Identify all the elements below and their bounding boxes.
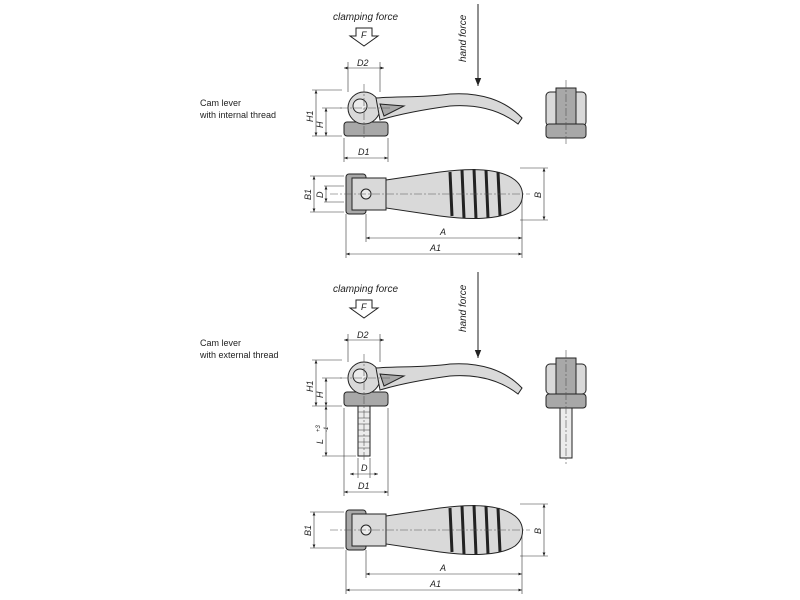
lever-web [379,373,406,387]
dim-D: D [361,463,368,473]
cam-pin [352,368,368,384]
dim-D2: D2 [357,58,369,68]
dim-A: A [439,563,446,573]
cam-lever-top-view [330,504,530,556]
dim-B: B [533,528,543,534]
force-symbol: F [361,302,367,312]
dim-A1: A1 [429,243,441,253]
caption-line-2: with external thread [200,350,279,360]
caption-line-2: with internal thread [200,110,277,120]
dim-D1: D1 [358,147,370,157]
caption-external-thread: Cam lever with external thread [200,337,279,361]
internal-thread-drawing: clamping force F hand force D [303,4,587,258]
dim-H1: H1 [305,380,315,392]
dim-B: B [533,192,543,198]
caption-line-1: Cam lever [200,98,242,108]
caption-line-1: Cam lever [200,338,242,348]
cam-lever-side-view [340,354,523,462]
lever-arm [375,93,523,125]
cam-lever-end-view [545,350,587,464]
dim-A1: A1 [429,579,441,589]
dim-H: H [315,391,325,398]
clamping-force-label: clamping force [333,12,398,23]
lever-web [379,103,406,117]
force-symbol: F [361,30,367,40]
dim-A: A [439,227,446,237]
lever-arm [375,363,523,395]
end-fork [555,357,577,397]
dim-H: H [315,121,325,128]
clamping-force-label: clamping force [333,284,398,295]
external-thread-drawing: clamping force F hand force [303,272,587,594]
hand-force-label: hand force [458,14,469,62]
hand-force-label: hand force [458,284,469,332]
cam-lever-end-view [545,80,587,144]
dim-L-tolerance-lower: -1 [324,427,330,432]
dim-H1: H1 [305,110,315,122]
cam-pin [352,98,368,114]
cam-lever-side-view [340,84,523,140]
dim-L: L [315,439,325,444]
clamping-force-arrow: F [348,299,380,319]
clamping-force-arrow: F [348,27,380,47]
dim-B1: B1 [303,525,313,536]
caption-internal-thread: Cam lever with internal thread [200,97,276,121]
dim-D1: D1 [358,481,370,491]
dim-D2: D2 [357,330,369,340]
dim-L-tolerance-upper: +3 [316,424,322,432]
dim-B1: B1 [303,189,313,200]
cam-lever-top-view [330,168,530,220]
dim-D: D [315,191,325,198]
